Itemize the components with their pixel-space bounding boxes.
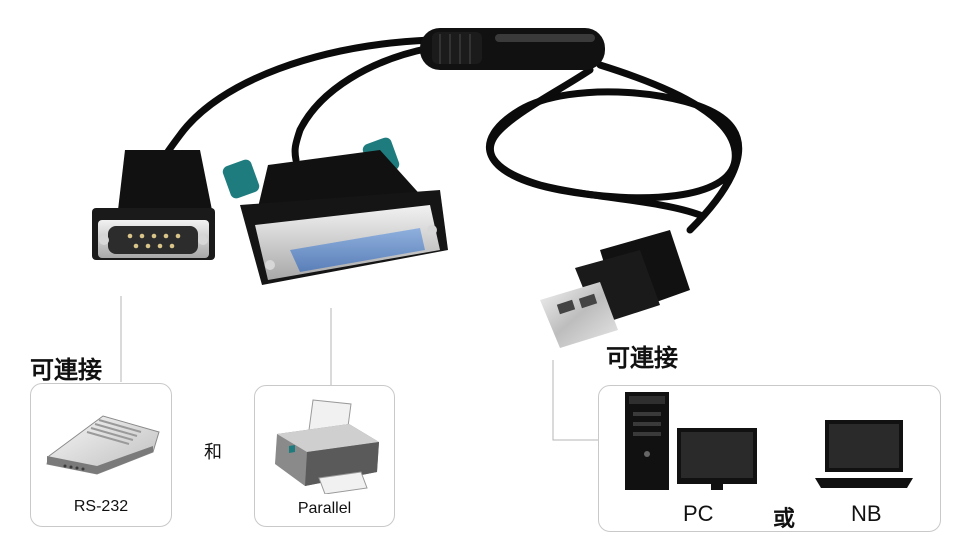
db9-serial-connector xyxy=(92,150,215,260)
pc-nb-device-card: PC 或 NB xyxy=(598,385,941,532)
modem-icon xyxy=(46,415,160,475)
db25-parallel-connector xyxy=(222,137,448,285)
connect-label-left: 可連接 xyxy=(30,356,102,384)
usb-a-connector xyxy=(540,230,690,348)
desktop-pc-icon xyxy=(625,392,757,490)
cable-splitter xyxy=(420,28,605,70)
laptop-icon xyxy=(815,420,913,488)
printer-icon xyxy=(275,399,379,494)
or-label: 或 xyxy=(773,507,796,532)
parallel-label: Parallel xyxy=(297,500,352,517)
connect-label-right: 可連接 xyxy=(606,344,678,372)
rs232-device-card: RS-232 xyxy=(30,383,172,527)
connector-and-label: 和 xyxy=(204,442,222,463)
pc-label: PC xyxy=(683,501,714,526)
nb-label: NB xyxy=(851,501,882,526)
leader-lines xyxy=(120,296,602,441)
parallel-device-card: Parallel xyxy=(254,385,395,527)
rs232-label: RS-232 xyxy=(73,498,129,515)
